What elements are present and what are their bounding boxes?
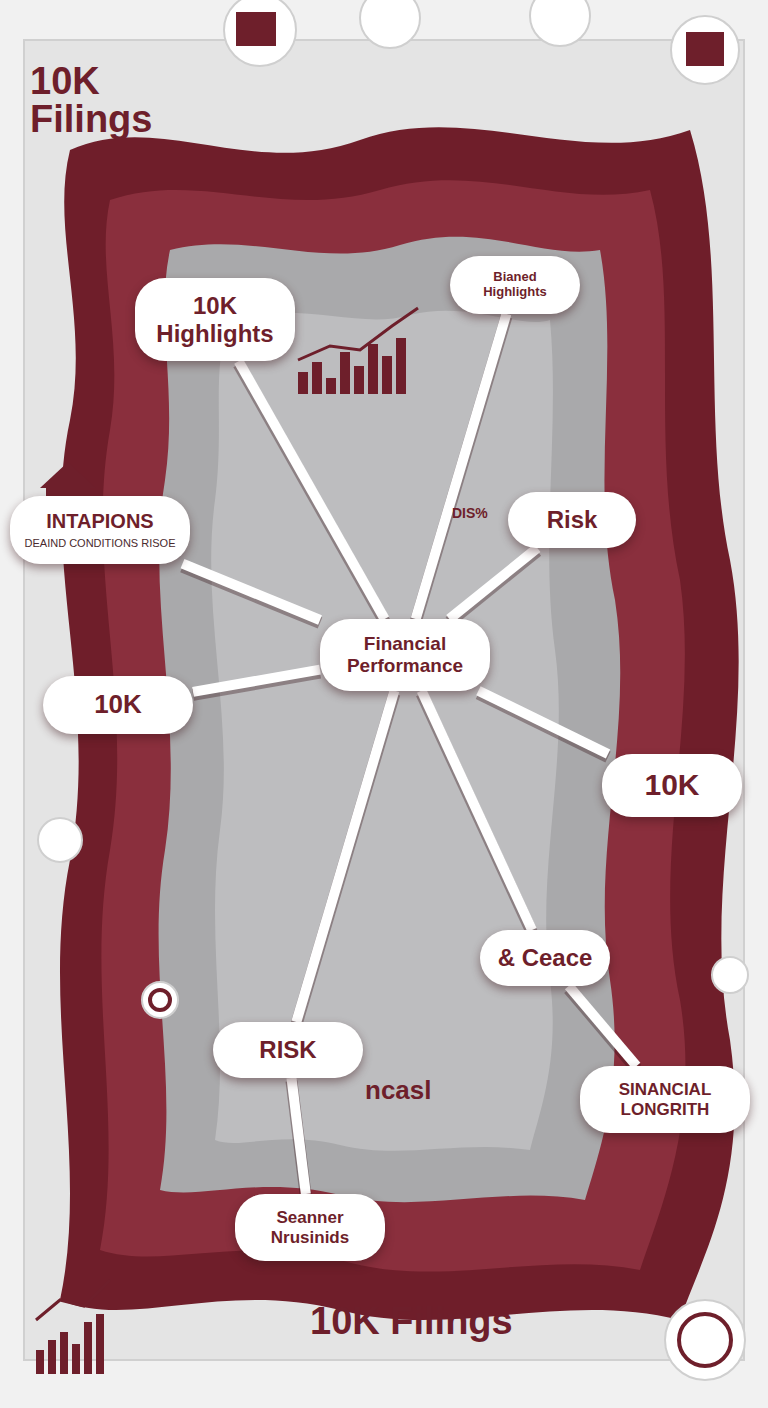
connector-line <box>569 986 637 1066</box>
section-label: ncasl <box>365 1075 432 1106</box>
connector-line <box>296 691 394 1022</box>
node-heading: 10K <box>616 768 728 803</box>
percent-label: DIS% <box>452 505 488 521</box>
connector-band <box>478 691 608 757</box>
node-subtitle: DEAIND CONDITIONS RISOE <box>24 537 176 550</box>
connector-line <box>422 691 533 930</box>
connector-line <box>291 1078 305 1194</box>
connector-line <box>183 564 320 620</box>
risk-node: RISK <box>213 1022 363 1078</box>
connector-line <box>239 361 385 619</box>
topic-node: INTAPIONS DEAIND CONDITIONS RISOE <box>10 496 190 564</box>
topic-node: Seanner Nrusinids <box>235 1194 385 1261</box>
footer-title: 10K Filings <box>310 1300 513 1343</box>
topic-node: 10K <box>43 676 193 734</box>
connector-line <box>416 314 507 619</box>
connector-line <box>449 548 537 619</box>
topic-node: SINANCIAL LONGRITH <box>580 1066 750 1133</box>
connector-band <box>416 314 507 622</box>
highlight-node: Bianed Highlights <box>450 256 580 314</box>
connector-band <box>291 1078 305 1197</box>
node-heading: & Ceace <box>494 944 596 972</box>
page-title: 10K Filings <box>30 62 180 138</box>
topic-node: 10K <box>602 754 742 817</box>
connector-band <box>193 670 320 695</box>
connector-band <box>569 986 637 1069</box>
connector-band <box>239 361 385 622</box>
connector-band <box>449 548 537 622</box>
node-heading: RISK <box>227 1036 349 1064</box>
connector-band <box>183 564 320 623</box>
topic-node: & Ceace <box>480 930 610 986</box>
node-heading: SINANCIAL LONGRITH <box>594 1080 736 1119</box>
central-hub-node: Financial Performance <box>320 619 490 691</box>
risk-node: Risk <box>508 492 636 548</box>
node-heading: 10K <box>57 690 179 720</box>
connector-band <box>422 691 533 933</box>
node-heading: Seanner Nrusinids <box>249 1208 371 1247</box>
connector-line <box>478 691 608 754</box>
highlight-node: 10K Highlights <box>135 278 295 361</box>
node-heading: INTAPIONS <box>24 510 176 533</box>
node-heading: Financial Performance <box>334 633 476 677</box>
node-heading: Risk <box>522 506 622 534</box>
connector-band <box>296 691 394 1025</box>
node-heading: 10K Highlights <box>149 292 281 347</box>
node-heading: Bianed Highlights <box>464 270 566 300</box>
connector-line <box>193 670 320 692</box>
